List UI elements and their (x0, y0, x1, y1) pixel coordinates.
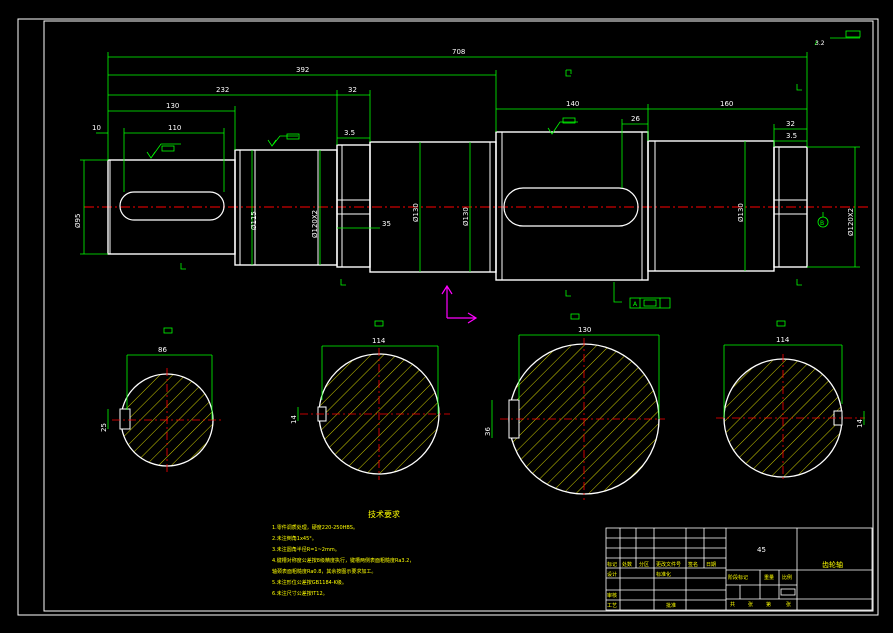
inner-frame (43, 20, 874, 612)
keyway-left (119, 191, 225, 221)
dim-dia130c: Ø130 (737, 203, 745, 222)
tb-approve: 批准 (666, 602, 676, 609)
tb-label-2: 处数 (622, 561, 632, 568)
tech-req-line-6: 5.未注形位公差按GB1184-K级。 (272, 579, 347, 586)
dim-392: 392 (296, 66, 309, 74)
technical-requirements: 技术要求 1.零件调质处理，硬度220-250HBS。 2.未注倒角1x45°。… (272, 509, 414, 597)
sec1-width: 86 (158, 346, 167, 354)
tech-req-line-5: 轴颈表面粗糙度Ra0.8，其余按图示要求加工。 (272, 568, 376, 575)
dim-dia130a: Ø130 (412, 203, 420, 222)
cross-section-3: 130 36 (484, 313, 665, 500)
sec2-height: 14 (290, 415, 298, 424)
dim-160: 160 (720, 100, 733, 108)
sec4-width: 114 (776, 336, 790, 344)
dim-3-5a: 3.5 (344, 129, 355, 137)
dim-32a: 32 (348, 86, 357, 94)
tb-process: 工艺 (607, 603, 617, 609)
dim-dia130b: Ø130 (462, 207, 470, 226)
dim-3-5b: 3.5 (786, 132, 797, 140)
dim-26: 26 (631, 115, 640, 123)
dim-110: 110 (168, 124, 181, 132)
tb-part-name: 齿轮轴 (822, 560, 843, 569)
sec3-width: 130 (578, 326, 591, 334)
cross-section-4: 114 14 (716, 320, 865, 482)
dim-35: 35 (382, 220, 391, 228)
tech-req-line-7: 6.未注尺寸公差按IT12。 (272, 590, 328, 597)
dim-dia120a: Ø120X2 (311, 210, 319, 238)
dim-140: 140 (566, 100, 579, 108)
datum-a-label: A (633, 301, 638, 308)
tb-page: 第 (766, 601, 771, 608)
svg-text:3.2: 3.2 (815, 40, 825, 47)
dim-dia95: Ø95 (74, 214, 82, 228)
tb-total: 共 (730, 601, 735, 608)
tb-sheets-2: 张 (786, 601, 791, 608)
tech-req-line-3: 3.未注圆角半径R=1~2mm。 (272, 546, 340, 553)
tb-label-4: 更改文件号 (656, 561, 681, 568)
dim-10: 10 (92, 124, 101, 132)
keyway-right (503, 187, 639, 227)
tech-req-title: 技术要求 (368, 509, 400, 519)
shaft-seg-6 (647, 140, 775, 272)
dim-dia115: Ø115 (250, 211, 258, 230)
dim-overall: 708 (452, 48, 465, 56)
tb-label-6: 日期 (706, 562, 716, 568)
shaft-main-view: 708 392 232 32 130 110 10 3.5 140 26 160… (74, 30, 868, 324)
tb-review: 审核 (607, 592, 617, 599)
shaft-seg-7 (773, 146, 808, 268)
dim-232: 232 (216, 86, 229, 94)
dim-dia120b: Ø120X2 (847, 208, 855, 236)
ucs-icon (441, 284, 478, 324)
tb-label-3: 分区 (639, 561, 649, 568)
title-block (605, 527, 873, 611)
sec1-height: 25 (100, 423, 108, 432)
outer-frame (17, 18, 879, 616)
tb-design: 设计 (607, 571, 617, 578)
dim-130: 130 (166, 102, 179, 110)
tb-stage: 阶段标记 (728, 574, 748, 581)
sec3-height: 36 (484, 427, 492, 436)
tb-sheets-1: 张 (748, 601, 753, 608)
tb-label-5: 签名 (688, 561, 698, 568)
tech-req-line-4: 4.键槽对称度公差按8级精度执行，键槽两侧表面粗糙度Ra3.2， (272, 557, 414, 564)
dim-32b: 32 (786, 120, 795, 128)
datum-b-label: B (820, 220, 824, 227)
tb-label-1: 标记 (607, 561, 617, 568)
tb-material: 45 (757, 546, 766, 554)
cross-section-2: 114 14 (290, 320, 450, 480)
cross-section-1: 86 25 (100, 327, 222, 472)
shaft-seg-5 (495, 131, 649, 281)
tolerance-frame (629, 297, 671, 309)
tech-req-line-1: 1.零件调质处理，硬度220-250HBS。 (272, 524, 358, 531)
sec2-width: 114 (372, 337, 386, 345)
tech-req-line-2: 2.未注倒角1x45°。 (272, 535, 317, 542)
sec4-height: 14 (856, 419, 864, 428)
tb-scale: 比例 (782, 574, 792, 581)
tb-weight: 重量 (764, 574, 774, 581)
tb-standard: 标准化 (656, 571, 671, 578)
